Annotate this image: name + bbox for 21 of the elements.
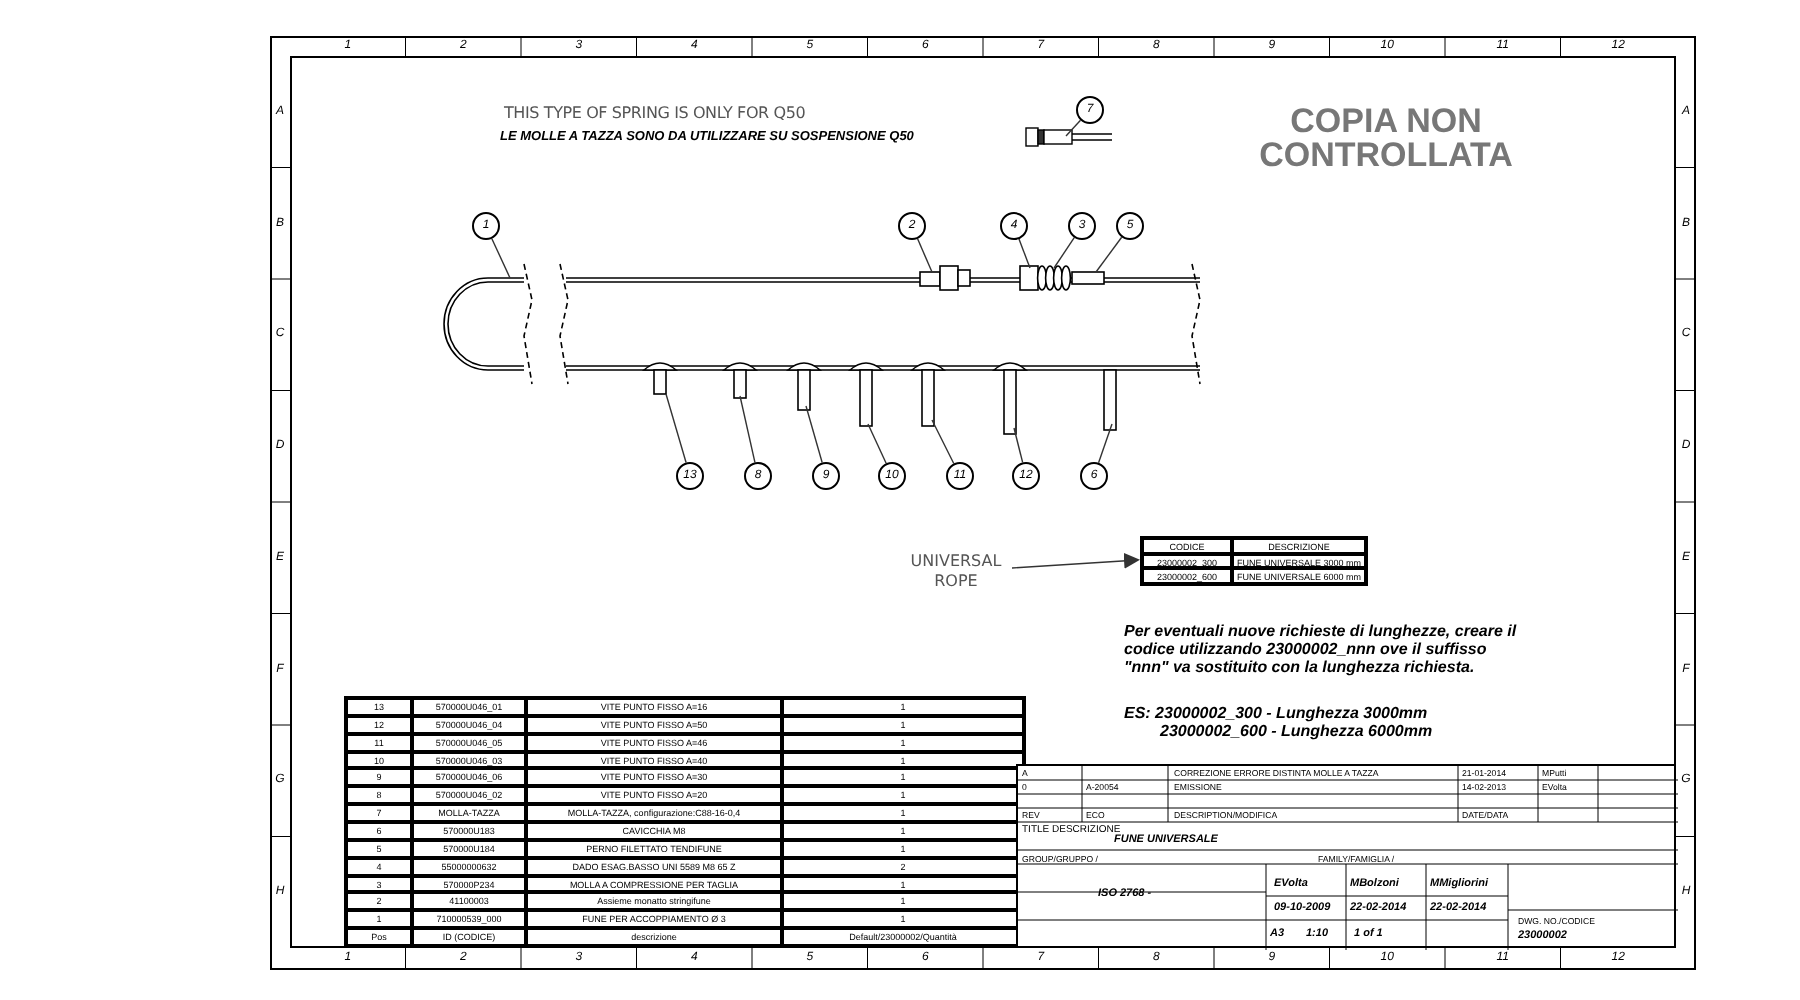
leader-line <box>1053 236 1075 269</box>
example-text: ES: 23000002_300 - Lunghezza 3000mm <box>1124 704 1430 722</box>
leader-line <box>491 238 511 279</box>
leader-line <box>805 405 823 464</box>
arrow <box>1011 552 1140 569</box>
leader-line <box>1018 238 1031 269</box>
note-paragraph: Per eventuali nuove richieste di lunghezze, creare il codice utilizzando 23000002_nnn ove il suffisso "nnn" va sostituito con la lunghezza richiesta. <box>1124 622 1519 676</box>
handwritten-label: UNIVERSAL ROPE <box>904 552 1008 592</box>
leader-line <box>1065 119 1082 137</box>
handwritten-note: THIS TYPE OF SPRING IS ONLY FOR Q50 <box>504 102 808 126</box>
leader-line <box>665 393 687 464</box>
leader-line <box>867 423 887 464</box>
leader-line <box>931 419 955 465</box>
leader-line <box>1013 427 1024 464</box>
stamp-text: COPIA NON CONTROLLATA <box>1257 104 1515 172</box>
code-table <box>1140 536 1368 586</box>
leader-line <box>1097 423 1113 464</box>
leader-line <box>916 238 933 273</box>
example-text: 23000002_600 - Lunghezza 6000mm <box>1160 722 1435 740</box>
leader-line <box>1095 236 1123 273</box>
leader-line <box>739 395 756 464</box>
